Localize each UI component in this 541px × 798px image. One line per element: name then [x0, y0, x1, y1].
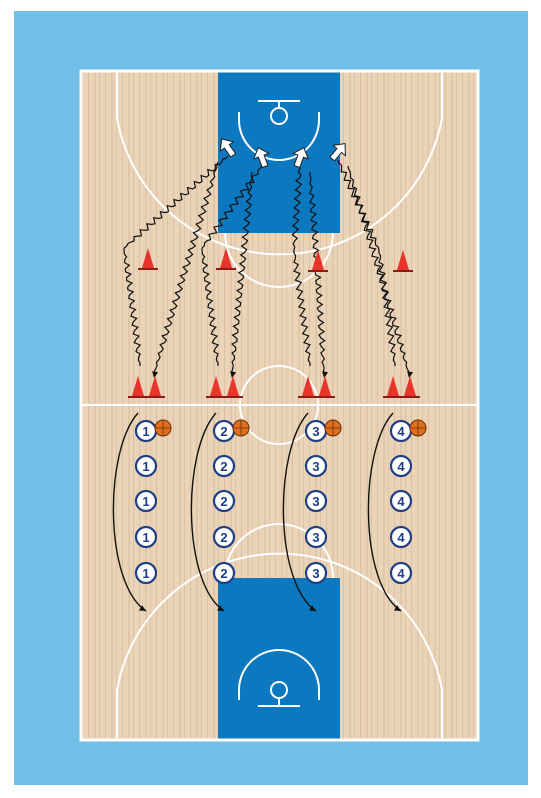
- player-circle-icon: 4: [391, 421, 411, 441]
- player-circle-icon: 2: [214, 421, 234, 441]
- player-number: 3: [312, 566, 319, 581]
- basketball-icon: [233, 420, 249, 436]
- player-circle-icon: 1: [136, 491, 156, 511]
- player-number: 2: [220, 459, 227, 474]
- basketball-icon: [155, 420, 171, 436]
- player-circle-icon: 2: [214, 491, 234, 511]
- player-circle-icon: 2: [214, 563, 234, 583]
- player-circle-icon: 1: [136, 421, 156, 441]
- player-number: 1: [142, 494, 149, 509]
- player-number: 2: [220, 494, 227, 509]
- basketball-icon: [410, 420, 426, 436]
- player-number: 1: [142, 459, 149, 474]
- player-number: 3: [312, 530, 319, 545]
- bottom-paint: [218, 578, 340, 740]
- basketball-icon: [325, 420, 341, 436]
- court: [81, 71, 478, 740]
- player-circle-icon: 4: [391, 456, 411, 476]
- player-number: 2: [220, 530, 227, 545]
- player-number: 3: [312, 424, 319, 439]
- player-circle-icon: 4: [391, 527, 411, 547]
- player-number: 3: [312, 459, 319, 474]
- player-number: 2: [220, 566, 227, 581]
- player-circle-icon: 4: [391, 491, 411, 511]
- player-number: 1: [142, 566, 149, 581]
- player-number: 4: [397, 566, 405, 581]
- player-circle-icon: 4: [391, 563, 411, 583]
- player-number: 4: [397, 530, 405, 545]
- player-circle-icon: 1: [136, 527, 156, 547]
- player-circle-icon: 3: [306, 563, 326, 583]
- top-paint: [218, 71, 340, 233]
- player-circle-icon: 1: [136, 456, 156, 476]
- player-number: 4: [397, 459, 405, 474]
- player-number: 2: [220, 424, 227, 439]
- player-circle-icon: 3: [306, 527, 326, 547]
- player-circle-icon: 1: [136, 563, 156, 583]
- player-circle-icon: 3: [306, 491, 326, 511]
- player-circle-icon: 3: [306, 421, 326, 441]
- player-number: 1: [142, 424, 149, 439]
- player-circle-icon: 3: [306, 456, 326, 476]
- player-number: 1: [142, 530, 149, 545]
- player-number: 4: [397, 424, 405, 439]
- player-number: 4: [397, 494, 405, 509]
- player-circle-icon: 2: [214, 456, 234, 476]
- player-circle-icon: 2: [214, 527, 234, 547]
- player-number: 3: [312, 494, 319, 509]
